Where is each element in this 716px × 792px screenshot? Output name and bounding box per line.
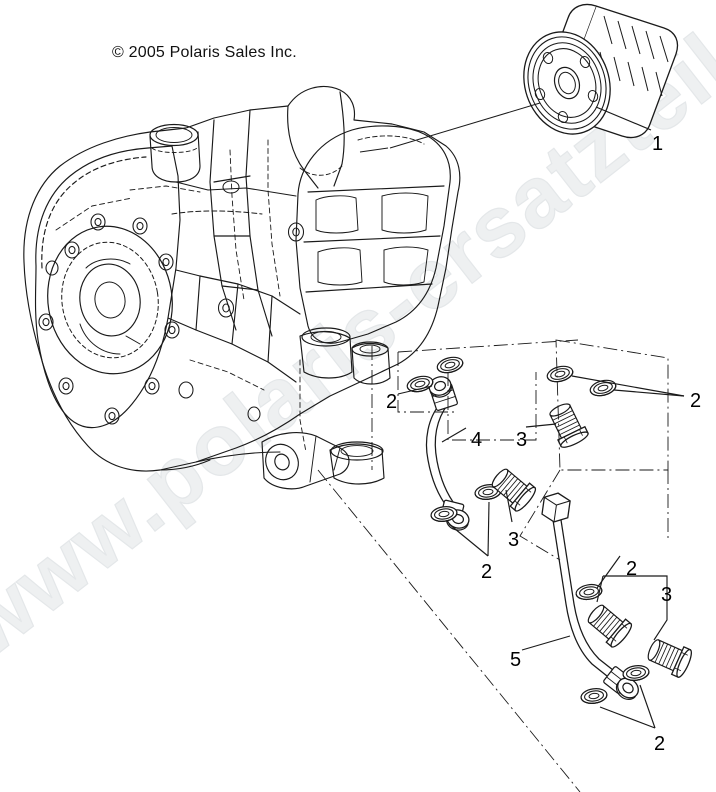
part-oil-hose-short [425, 373, 472, 533]
part-oil-line-long [541, 492, 643, 705]
banjo-bolt [643, 634, 695, 680]
banjo-bolt [582, 599, 635, 651]
callout-2-washer-right: 2 [690, 390, 702, 412]
callout-2-washer-mid: 2 [481, 561, 493, 583]
washer [579, 686, 609, 706]
callout-4-oil-hose: 4 [471, 429, 483, 451]
banjo-bolt [486, 463, 539, 515]
callout-2-washer-line: 2 [626, 558, 638, 580]
callout-2-washer-bottom: 2 [654, 733, 666, 755]
washer [588, 377, 618, 399]
engine-crankcase-illustration [23, 86, 461, 490]
part-sealing-washers [405, 363, 651, 706]
part-oil-filter [523, 3, 679, 139]
callout-3-bolt-upper: 3 [516, 429, 528, 451]
callout-3-bolt-lower: 3 [661, 584, 673, 606]
washer [545, 363, 575, 385]
callout-2-washer-left: 2 [386, 391, 398, 413]
washer [621, 663, 651, 683]
washer-at-engine-boss [435, 354, 465, 376]
copyright-notice: © 2005 Polaris Sales Inc. [112, 44, 297, 61]
callout-5-oil-line: 5 [510, 649, 522, 671]
assembly-phantom-lines [317, 339, 669, 792]
leader-filter-to-engine [359, 102, 541, 153]
callout-1-oil-filter: 1 [652, 133, 664, 155]
callout-leader-lines [397, 106, 685, 729]
callout-3-bolt-mid: 3 [508, 529, 520, 551]
